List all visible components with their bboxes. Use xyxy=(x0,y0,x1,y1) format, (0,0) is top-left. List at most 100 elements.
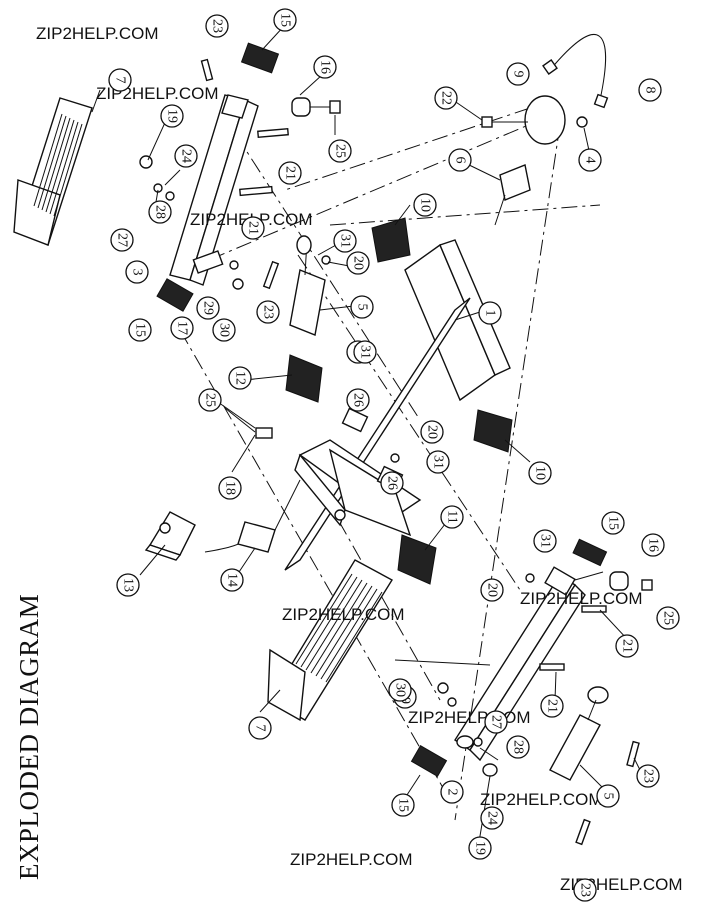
callout-circle xyxy=(636,764,660,788)
callout-label: 10 xyxy=(418,198,433,212)
watermark: ZIP2HELP.COM xyxy=(408,708,531,727)
foot-plate-left xyxy=(13,97,93,246)
callout-label: 15 xyxy=(133,323,148,337)
callout-label: 5 xyxy=(601,793,616,800)
callout-circle xyxy=(573,878,597,902)
callout-16: 16 xyxy=(313,55,337,79)
callout-24: 24 xyxy=(480,806,504,830)
callout-17: 17 xyxy=(170,316,194,340)
callout-label: 16 xyxy=(318,60,333,74)
callout-label: 24 xyxy=(179,149,194,163)
callout-circle xyxy=(256,300,280,324)
cable xyxy=(542,34,609,109)
callout-15: 15 xyxy=(601,511,625,535)
callout-label: 28 xyxy=(153,205,168,219)
callout-label: 28 xyxy=(511,740,526,754)
callout-circle xyxy=(641,533,665,557)
callout-circle xyxy=(615,634,639,658)
callout-circle xyxy=(273,8,297,32)
callout-5: 5 xyxy=(350,295,374,319)
callout-label: 12 xyxy=(233,371,248,385)
callout-27: 27 xyxy=(110,228,134,252)
callout-circle xyxy=(533,529,557,553)
callout-circle xyxy=(128,318,152,342)
callout-circle xyxy=(578,148,602,172)
callout-circle xyxy=(148,200,172,224)
callout-30: 30 xyxy=(212,318,236,342)
callout-2: 2 xyxy=(440,780,464,804)
tension-knob xyxy=(481,95,588,145)
callout-label: 13 xyxy=(121,578,136,592)
callout-20: 20 xyxy=(420,420,444,444)
callout-circle xyxy=(170,316,194,340)
callout-label: 31 xyxy=(358,345,373,359)
callout-circle xyxy=(108,68,132,92)
callout-29: 29 xyxy=(196,296,220,320)
callout-circle xyxy=(596,784,620,808)
callout-label: 23 xyxy=(641,769,656,783)
foot-plate-right xyxy=(267,559,393,722)
callout-11: 11 xyxy=(440,505,464,529)
callout-circle xyxy=(125,260,149,284)
callout-8: 8 xyxy=(638,78,662,102)
callout-27: 27 xyxy=(484,710,508,734)
callout-15: 15 xyxy=(391,793,415,817)
callout-circle xyxy=(656,606,680,630)
callout-26: 26 xyxy=(380,471,404,495)
callout-label: 15 xyxy=(396,798,411,812)
callout-label: 25 xyxy=(333,144,348,158)
callout-circle xyxy=(380,471,404,495)
callout-23: 23 xyxy=(256,300,280,324)
callout-circle xyxy=(218,476,242,500)
callout-circle xyxy=(426,450,450,474)
callout-label: 15 xyxy=(606,516,621,530)
callout-31: 31 xyxy=(353,340,377,364)
watermarks: ZIP2HELP.COM ZIP2HELP.COM ZIP2HELP.COM Z… xyxy=(36,24,683,894)
callout-label: 23 xyxy=(210,19,225,33)
callout-circle xyxy=(346,388,370,412)
callout-21: 21 xyxy=(278,161,302,185)
callout-1: 1 xyxy=(478,301,502,325)
callout-31: 31 xyxy=(426,450,450,474)
callout-circle xyxy=(601,511,625,535)
callout-16: 16 xyxy=(641,533,665,557)
callout-label: 7 xyxy=(113,77,128,84)
callout-circle xyxy=(540,694,564,718)
counter-display xyxy=(144,511,256,561)
callout-label: 8 xyxy=(643,87,658,94)
callout-label: 9 xyxy=(511,71,526,78)
callout-circle xyxy=(391,793,415,817)
callout-31: 31 xyxy=(333,229,357,253)
callout-circle xyxy=(174,144,198,168)
callout-19: 19 xyxy=(160,104,184,128)
callout-circle xyxy=(478,301,502,325)
callout-circle xyxy=(313,55,337,79)
callout-circle xyxy=(440,780,464,804)
callout-label: 1 xyxy=(483,310,498,317)
callout-label: 31 xyxy=(338,234,353,248)
callout-6: 6 xyxy=(448,148,472,172)
callout-13: 13 xyxy=(116,573,140,597)
callout-label: 21 xyxy=(283,166,298,180)
leader-lines xyxy=(91,24,641,849)
callout-28: 28 xyxy=(148,200,172,224)
callout-label: 25 xyxy=(203,393,218,407)
sensor-bracket xyxy=(237,479,301,553)
callout-label: 25 xyxy=(661,611,676,625)
callout-circle xyxy=(440,505,464,529)
callout-circle xyxy=(448,148,472,172)
hydraulic-cylinder-lower xyxy=(549,686,609,781)
callout-20: 20 xyxy=(346,251,370,275)
callout-label: 26 xyxy=(351,393,366,407)
callout-circle xyxy=(420,420,444,444)
callout-25: 25 xyxy=(328,139,352,163)
callout-4: 4 xyxy=(578,148,602,172)
watermark: ZIP2HELP.COM xyxy=(290,850,413,869)
bracket xyxy=(494,164,531,226)
callout-20: 20 xyxy=(480,578,504,602)
callout-label: 24 xyxy=(485,811,500,825)
callout-label: 14 xyxy=(225,573,240,587)
